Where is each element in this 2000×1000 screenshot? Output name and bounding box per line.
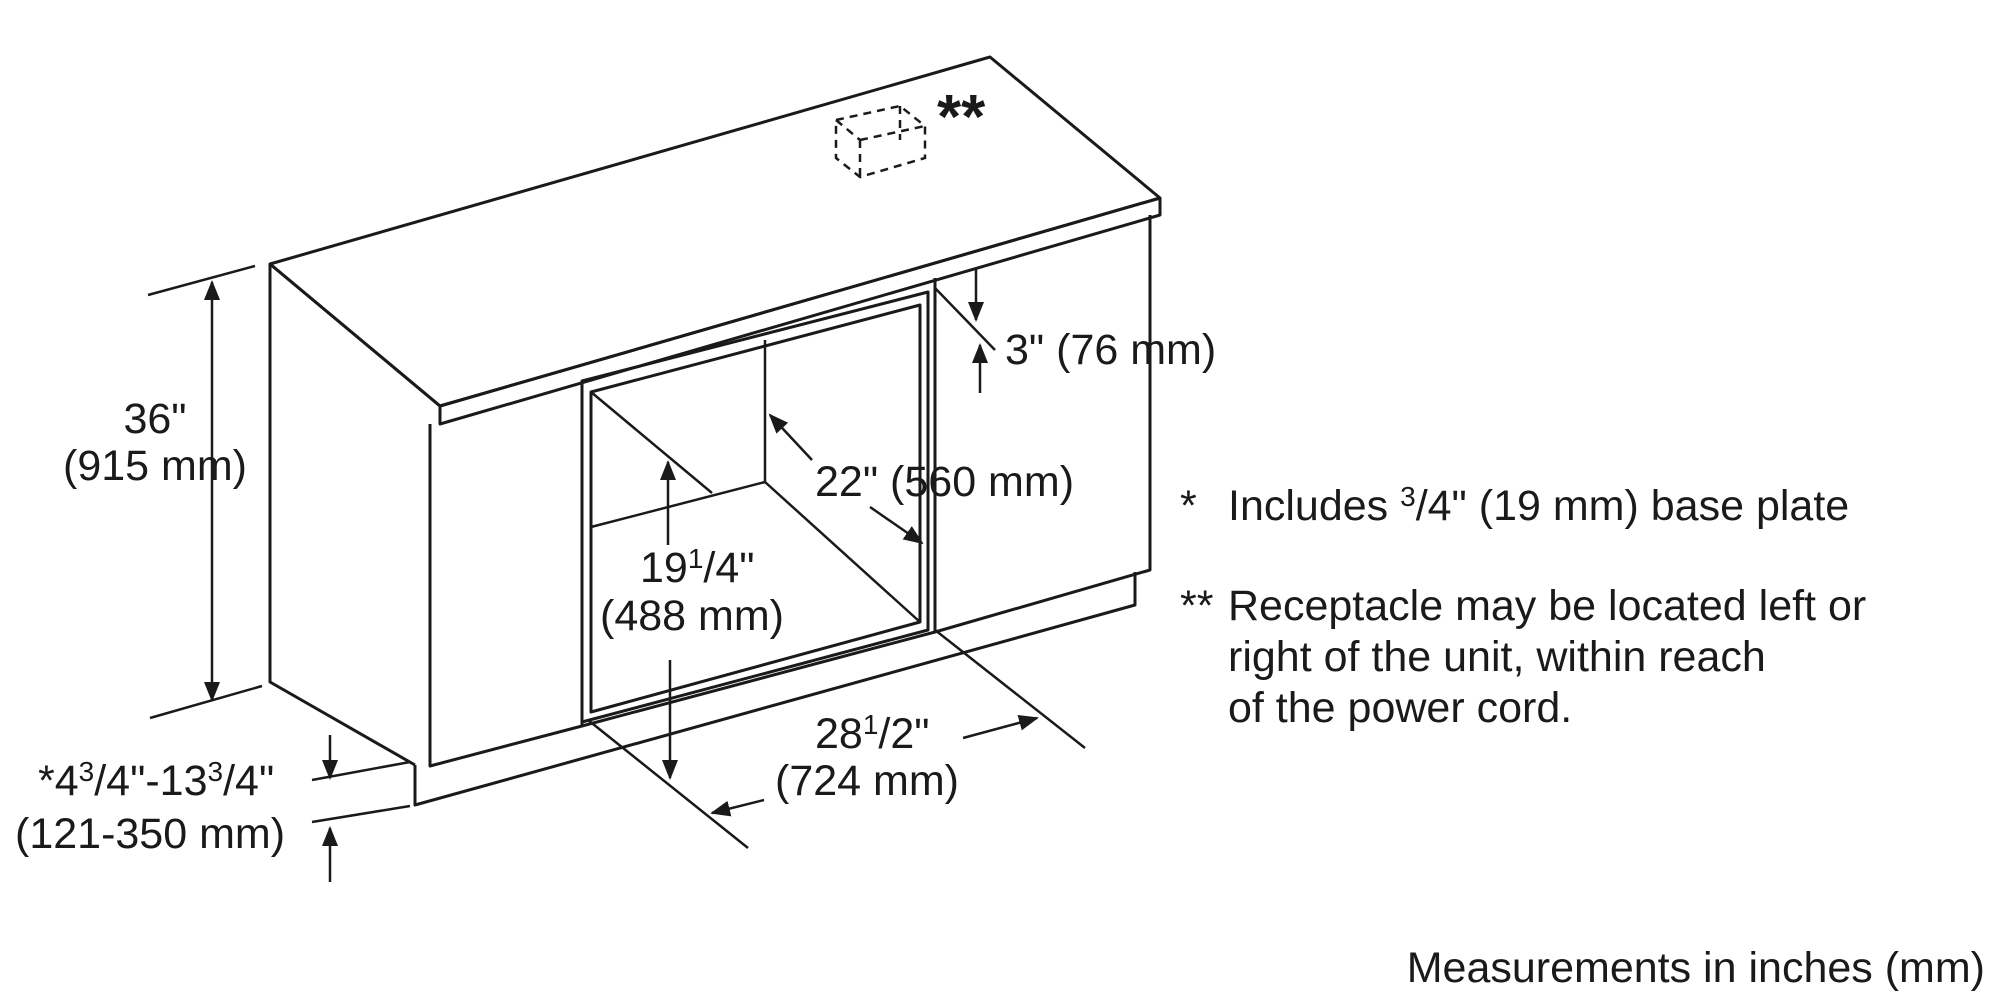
countertop	[268, 55, 1162, 426]
note1-marker: *	[1180, 482, 1197, 530]
depth-dimension	[768, 413, 924, 545]
base-label-mm: (121-350 mm)	[15, 810, 285, 858]
opening-width-whole: 28	[815, 710, 863, 758]
note2-marker: **	[1180, 582, 1214, 630]
receptacle-marker: **	[937, 83, 986, 152]
base-dimension	[311, 735, 411, 882]
top-gap-dimension	[934, 268, 996, 393]
note1-text: Includes 3/4" (19 mm) base plate	[1228, 481, 1849, 530]
opening-width-label: 281/2"	[815, 709, 930, 758]
height-label-mm: (915 mm)	[63, 442, 247, 490]
opening	[580, 290, 930, 724]
base-label: *43/4"-133/4"	[38, 756, 274, 805]
receptacle-icon	[834, 104, 927, 179]
note2-line-2: right of the unit, within reach	[1228, 633, 1766, 681]
opening-width-fraction-den: 2"	[890, 710, 929, 758]
opening-height-dimension	[660, 460, 678, 780]
opening-width-label-mm: (724 mm)	[775, 757, 959, 805]
note2-line-1: Receptacle may be located left or	[1228, 582, 1866, 630]
opening-height-fraction-den: 4"	[715, 544, 754, 592]
height-label-inch: 36"	[123, 395, 186, 443]
cabinet-body	[268, 215, 1152, 807]
opening-height-whole: 19	[640, 544, 688, 592]
opening-height-fraction-num: 1	[688, 543, 704, 574]
opening-width-dimension	[587, 629, 1086, 849]
opening-height-label-mm: (488 mm)	[600, 592, 784, 640]
measurements-footer: Measurements in inches (mm)	[1407, 944, 1985, 992]
opening-width-fraction-num: 1	[863, 709, 879, 740]
note2-line-3: of the power cord.	[1228, 684, 1572, 732]
opening-height-label: 191/4"	[640, 543, 755, 592]
top-gap-label: 3" (76 mm)	[1005, 326, 1216, 374]
height-dimension	[147, 264, 263, 720]
depth-label: 22" (560 mm)	[815, 458, 1074, 506]
